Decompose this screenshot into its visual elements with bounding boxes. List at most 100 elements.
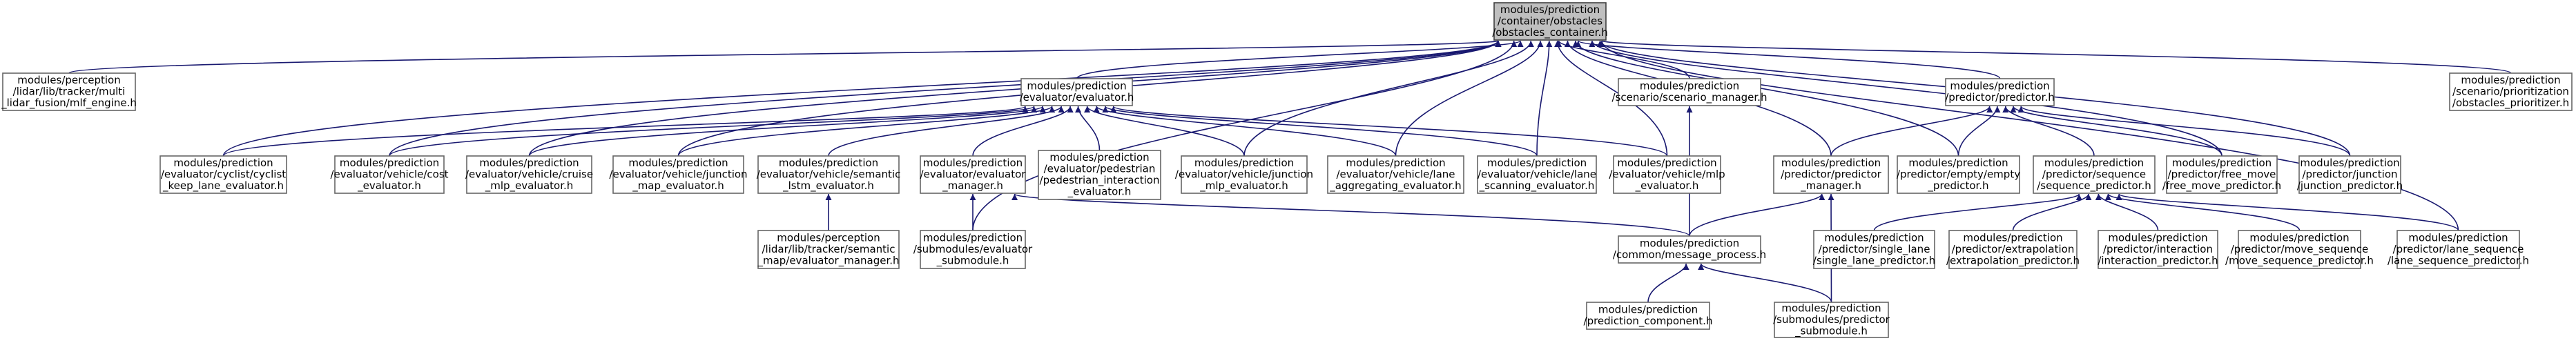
node-label-free_move-line-1: /predictor/free_move [2168,168,2276,181]
node-predictor_h[interactable]: modules/prediction/predictor/predictor.h [1945,78,2055,106]
edge-cost_evaluator-to-container_h [389,40,1502,157]
node-lane_aggregating[interactable]: modules/prediction/evaluator/vehicle/lan… [1327,155,1464,194]
node-box-single_lane[interactable] [1813,230,1935,269]
edge-empty_predictor-to-container_h [1572,40,1959,157]
node-box-prediction_component[interactable] [1586,302,1710,330]
node-container_h[interactable]: modules/prediction/container/obstacles/o… [1492,2,1608,41]
node-box-junction_predictor[interactable] [2298,155,2401,194]
node-box-empty_predictor[interactable] [1897,155,2020,194]
node-box-pedestrian_interaction[interactable] [1038,150,1161,200]
edge-junction_mlp-to-container_h [1243,40,1534,157]
node-label-interaction-line-2: /interaction_predictor.h [2098,254,2218,267]
node-empty_predictor[interactable]: modules/prediction/predictor/empty/empty… [1897,155,2020,194]
node-predictor_submodule[interactable]: modules/prediction/submodules/predictor_… [1773,302,1890,338]
node-box-evaluator_h[interactable] [1020,78,1133,106]
node-box-evaluator_manager[interactable] [920,155,1026,194]
node-box-container_h[interactable] [1493,2,1607,41]
node-box-junction_mlp[interactable] [1181,155,1308,194]
node-box-lane_scanning[interactable] [1477,155,1597,194]
node-box-sequence_predictor[interactable] [2033,155,2156,194]
node-box-semantic_map_evaluator_manager[interactable] [757,230,900,269]
node-label-mlp_evaluator-line-0: modules/prediction [1617,157,1716,169]
node-label-free_move-line-2: /free_move_predictor.h [2162,179,2281,193]
node-box-message_process[interactable] [1618,235,1761,264]
node-label-sequence_predictor-line-2: /sequence_predictor.h [2037,179,2151,193]
node-box-lane_aggregating[interactable] [1327,155,1464,194]
node-prediction_component[interactable]: modules/prediction/prediction_component.… [1584,302,1713,330]
node-message_process[interactable]: modules/prediction/common/message_proces… [1613,235,1766,264]
node-sequence_predictor[interactable]: modules/prediction/predictor/sequence/se… [2033,155,2156,194]
node-evaluator_h[interactable]: modules/prediction/evaluator/evaluator.h [1020,78,1134,106]
node-box-extrapolation[interactable] [1948,230,2078,269]
node-cyclist_keep_lane[interactable]: modules/prediction/evaluator/cyclist/cyc… [159,155,287,194]
node-label-mlf_engine-line-1: /lidar/lib/tracker/multi [13,85,126,97]
node-junction_map[interactable]: modules/prediction/evaluator/vehicle/jun… [609,155,748,194]
node-box-free_move[interactable] [2166,155,2278,194]
node-cruise_mlp[interactable]: modules/prediction/evaluator/vehicle/cru… [465,155,593,194]
node-label-predictor_submodule-line-2: _submodule.h [1794,324,1868,337]
node-box-mlf_engine[interactable] [2,72,136,111]
node-label-prediction_component-line-1: /prediction_component.h [1584,315,1713,328]
node-box-interaction[interactable] [2098,230,2218,269]
edge-lane_sequence-to-sequence_predictor [2115,193,2459,231]
node-label-single_lane-line-1: /predictor/single_lane [1819,243,1930,256]
node-label-move_sequence-line-1: /predictor/move_sequence [2231,243,2369,256]
node-label-evaluator_manager-line-2: _manager.h [942,179,1003,193]
node-label-sequence_predictor-line-1: /predictor/sequence [2042,168,2146,180]
edge-semantic_lstm-to-evaluator_h [828,106,1065,157]
node-scenario_manager[interactable]: modules/prediction/scenario/scenario_man… [1612,78,1768,106]
node-label-lane_scanning-line-2: _scanning_evaluator.h [1479,179,1595,193]
node-lane_sequence[interactable]: modules/prediction/predictor/lane_sequen… [2388,230,2529,269]
node-box-predictor_submodule[interactable] [1774,302,1889,338]
node-junction_predictor[interactable]: modules/prediction/predictor/junction/ju… [2297,155,2403,194]
node-box-evaluator_submodule[interactable] [920,230,1026,269]
node-box-obstacles_prioritizer[interactable] [2449,72,2573,111]
node-box-predictor_h[interactable] [1945,78,2055,106]
node-label-extrapolation-line-0: modules/prediction [1963,231,2062,244]
node-mlf_engine[interactable]: modules/perception/lidar/lib/tracker/mul… [1,72,137,111]
node-lane_scanning[interactable]: modules/prediction/evaluator/vehicle/lan… [1477,155,1597,194]
node-label-container_h-line-0: modules/prediction [1500,3,1600,16]
node-box-semantic_lstm[interactable] [757,155,900,194]
node-label-cyclist_keep_lane-line-0: modules/prediction [173,157,273,169]
node-box-predictor_manager[interactable] [1773,155,1889,194]
node-semantic_lstm[interactable]: modules/prediction/evaluator/vehicle/sem… [757,155,901,194]
edge-message_process-to-evaluator_manager [1011,193,1690,237]
node-cost_evaluator[interactable]: modules/prediction/evaluator/vehicle/cos… [330,155,449,194]
edge-free_move-to-container_h [1589,40,2222,157]
node-predictor_manager[interactable]: modules/prediction/predictor/predictor_m… [1773,155,1889,194]
node-box-junction_map[interactable] [612,155,744,194]
node-label-cruise_mlp-line-0: modules/prediction [479,157,579,169]
node-junction_mlp[interactable]: modules/prediction/evaluator/vehicle/jun… [1175,155,1313,194]
node-label-empty_predictor-line-0: modules/prediction [1908,157,2008,169]
node-single_lane[interactable]: modules/prediction/predictor/single_lane… [1813,230,1935,269]
node-box-cost_evaluator[interactable] [334,155,445,194]
node-label-junction_map-line-1: /evaluator/vehicle/junction [609,168,747,180]
node-evaluator_manager[interactable]: modules/prediction/evaluator/evaluator_m… [920,155,1027,194]
node-label-evaluator_submodule-line-1: /submodules/evaluator [913,243,1033,255]
node-box-cyclist_keep_lane[interactable] [159,155,287,194]
node-box-move_sequence[interactable] [2238,230,2361,269]
node-semantic_map_evaluator_manager[interactable]: modules/perception/lidar/lib/tracker/sem… [757,230,900,269]
node-label-evaluator_manager-line-1: /evaluator/evaluator [920,168,1027,180]
edge-mlp_evaluator-to-container_h [1554,40,1668,157]
node-free_move[interactable]: modules/prediction/predictor/free_move/f… [2162,155,2281,194]
node-box-cruise_mlp[interactable] [466,155,592,194]
node-interaction[interactable]: modules/prediction/predictor/interaction… [2098,230,2218,269]
node-label-move_sequence-line-0: modules/prediction [2249,231,2349,244]
node-label-cyclist_keep_lane-line-2: _keep_lane_evaluator.h [162,179,284,193]
edge-lane_scanning-to-container_h [1536,40,1553,157]
node-mlp_evaluator[interactable]: modules/prediction/evaluator/vehicle/mlp… [1609,155,1725,194]
node-box-lane_sequence[interactable] [2396,230,2520,269]
node-pedestrian_interaction[interactable]: modules/prediction/evaluator/pedestrian/… [1038,150,1161,200]
node-box-scenario_manager[interactable] [1618,78,1761,106]
node-obstacles_prioritizer[interactable]: modules/prediction/scenario/prioritizati… [2449,72,2573,111]
node-label-cost_evaluator-line-1: /evaluator/vehicle/cost [330,168,448,180]
node-label-lane_aggregating-line-2: _aggregating_evaluator.h [1329,179,1461,193]
node-move_sequence[interactable]: modules/prediction/predictor/move_sequen… [2225,230,2374,269]
edge-cost_evaluator-to-evaluator_h [389,106,1037,157]
node-extrapolation[interactable]: modules/prediction/predictor/extrapolati… [1946,230,2080,269]
node-evaluator_submodule[interactable]: modules/prediction/submodules/evaluator_… [913,230,1033,269]
node-box-mlp_evaluator[interactable] [1613,155,1721,194]
